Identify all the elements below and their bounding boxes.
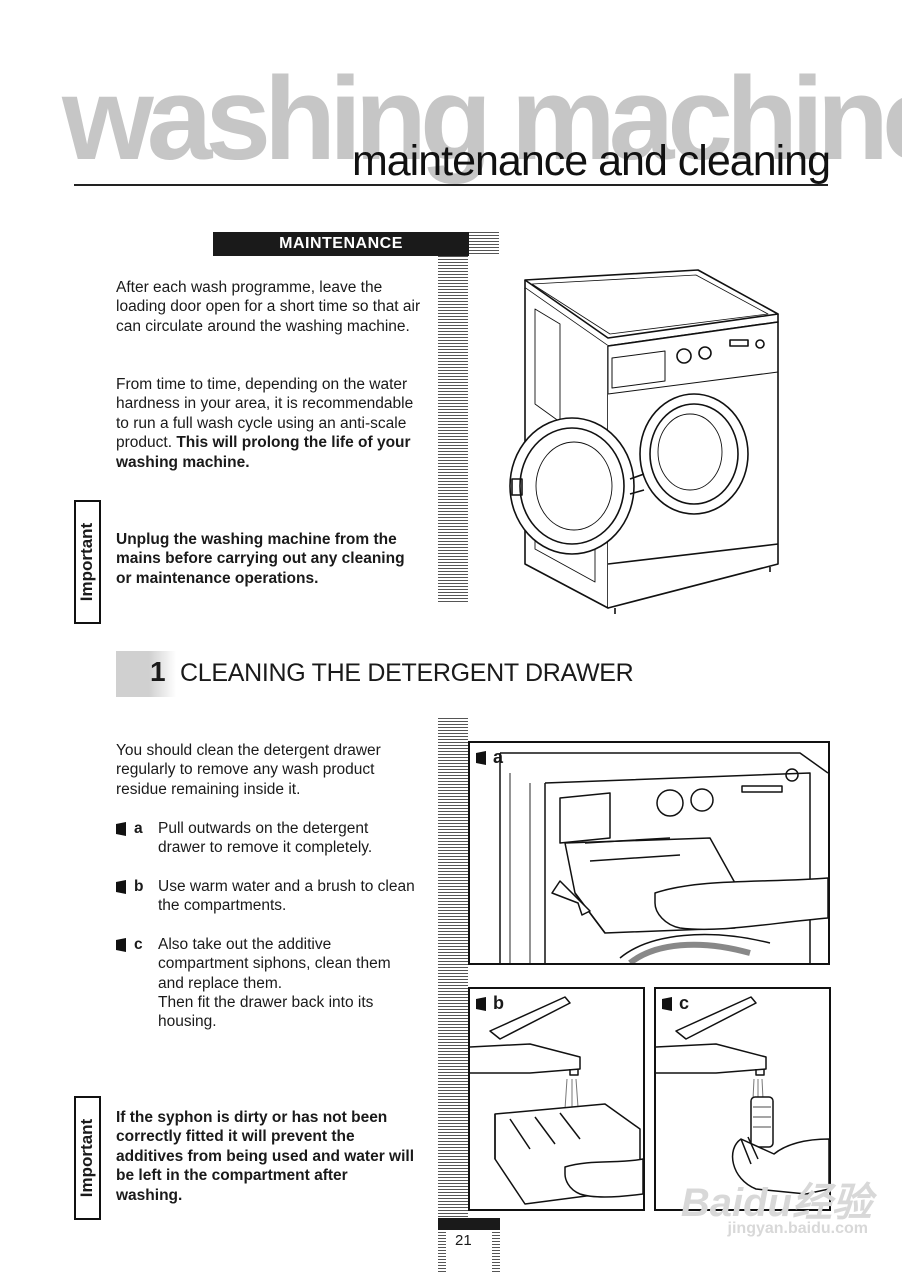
panel-letter: c (679, 993, 690, 1013)
maintenance-paragraph-2-emphasis: This will prolong the life of your washi… (116, 434, 411, 471)
step-letter: a (134, 820, 143, 837)
cleaning-intro: You should clean the detergent drawer re… (116, 742, 381, 798)
baidu-watermark: Baidu经验 (680, 1181, 872, 1225)
panel-letter: b (493, 993, 504, 1013)
washing-compartments-illustration (470, 996, 643, 1205)
section-number-tab (116, 651, 176, 697)
page-number: 21 (455, 1232, 472, 1249)
section-number: 1 (150, 656, 166, 687)
step-marker-icon (476, 996, 486, 1011)
illustration-panel-c: c (654, 987, 831, 1211)
document-big-title: washing machine (62, 53, 902, 185)
step-text: Use warm water and a brush to clean the … (158, 878, 415, 915)
maintenance-paragraph-1: After each wash programme, leave the loa… (116, 279, 421, 335)
step-a: a Pull outwards on the detergent drawer … (116, 819, 426, 859)
panel-letter: a (493, 747, 504, 767)
step-b: b Use warm water and a brush to clean th… (116, 877, 426, 917)
step-text: Pull outwards on the detergent drawer to… (158, 820, 373, 857)
section-title-cleaning-drawer: CLEANING THE DETERGENT DRAWER (180, 659, 634, 687)
washing-machine-illustration (509, 269, 779, 614)
panel-label: a (476, 747, 503, 768)
step-text: Then fit the drawer back into its housin… (158, 994, 374, 1031)
header-rule (74, 184, 828, 186)
siphon-cleaning-illustration (656, 996, 829, 1195)
hatch-column-maintenance (438, 256, 468, 602)
step-marker-icon (476, 750, 486, 765)
important-warning-syphon: If the syphon is dirty or has not been c… (116, 1109, 415, 1204)
panel-label: c (662, 993, 689, 1014)
illustration-panel-b: b (468, 987, 645, 1211)
step-text: Also take out the additive compartment s… (158, 936, 391, 992)
hatch-column-footer (438, 1232, 446, 1272)
important-badge-2: Important (74, 1096, 101, 1220)
maintenance-paragraph-2: From time to time, depending on the wate… (116, 375, 426, 472)
step-marker-icon (116, 822, 126, 836)
hatch-column-cleaning (438, 718, 468, 1218)
step-c: c Also take out the additive compartment… (116, 935, 426, 995)
step-letter: c (134, 936, 143, 953)
drawer-removal-illustration (499, 752, 828, 963)
important-badge-label: Important (77, 522, 97, 602)
hatch-bar-top (469, 232, 499, 256)
important-warning-unplug: Unplug the washing machine from the main… (116, 531, 405, 587)
step-letter: b (134, 878, 144, 895)
illustration-panel-a: a (468, 741, 830, 965)
important-badge-1: Important (74, 500, 101, 624)
panel-label: b (476, 993, 504, 1014)
step-marker-icon (662, 996, 672, 1011)
hatch-column-footer-right (492, 1232, 500, 1272)
maintenance-heading: MAINTENANCE (213, 232, 469, 256)
step-marker-icon (116, 880, 126, 894)
step-marker-icon (116, 938, 126, 952)
baidu-watermark-url: jingyan.baidu.com (727, 1220, 868, 1237)
important-badge-label: Important (77, 1118, 97, 1198)
step-c-continued: Then fit the drawer back into its housin… (116, 993, 426, 1033)
page-number-bar (438, 1218, 500, 1230)
maintenance-paragraph-2-text: From time to time, depending on the wate… (116, 376, 414, 452)
document-subtitle: maintenance and cleaning (351, 137, 831, 185)
